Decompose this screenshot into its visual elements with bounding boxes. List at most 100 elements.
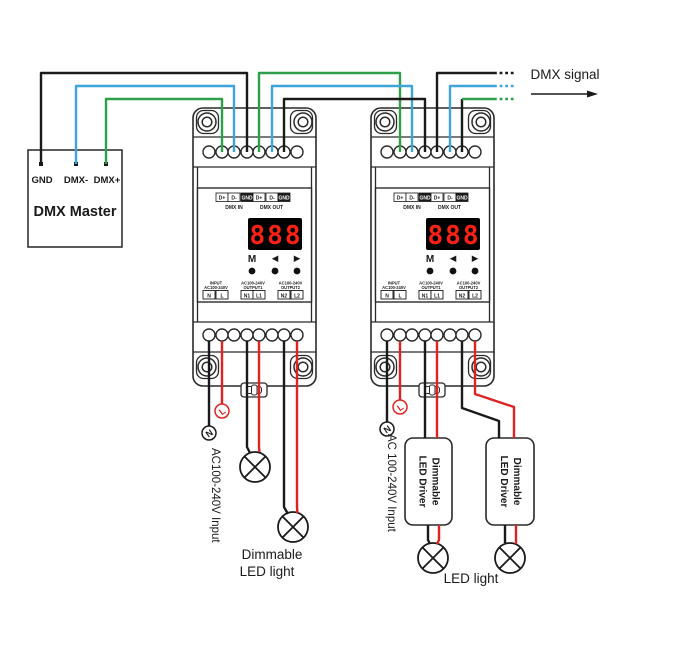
terminal (227, 328, 241, 342)
left-arrow-icon[interactable]: ◀ (272, 254, 279, 264)
dmx-master-box: GND DMX- DMX+ DMX Master (27, 149, 123, 248)
wire-driver2-l (473, 341, 516, 438)
dimmable-led-light-label-line1: Dimmable (242, 547, 303, 562)
dmx-out-dminus-label: D- (447, 196, 453, 202)
output2-caption: AC100-240V (457, 281, 481, 286)
menu-button[interactable] (426, 267, 434, 275)
menu-button[interactable] (248, 267, 256, 275)
l-terminal-label: L (398, 293, 401, 299)
dmx-dimmer-device-2: D+ D- GND D+ D- GND DMX IN DMX OUT 888 M… (370, 107, 495, 398)
dmx-terminal-label-strip: D+ D- GND D+ D- GND DMX IN DMX OUT (393, 192, 469, 211)
terminal (240, 328, 254, 342)
dmx-master-title: DMX Master (34, 204, 117, 220)
right-arrow-icon[interactable]: ▶ (294, 254, 301, 264)
din-clip (418, 382, 446, 398)
terminal (393, 328, 407, 342)
wire-driver2-n (460, 341, 501, 438)
next-button[interactable] (471, 267, 479, 275)
terminal (430, 328, 444, 342)
right-arrow-icon[interactable]: ▶ (472, 254, 479, 264)
neutral-marker-icon (379, 421, 395, 437)
terminal (277, 328, 291, 342)
wire-end-markers: N L N L (201, 399, 408, 441)
n-terminal-label: N (207, 293, 211, 299)
wire-dplus-master-to-dev1 (104, 97, 224, 164)
terminal (380, 328, 394, 342)
dmx-in-dminus-label: D- (409, 196, 415, 202)
left-arrow-icon[interactable]: ◀ (450, 254, 457, 264)
lamp-icon (417, 542, 449, 574)
dmx-in-gnd-label: GND (419, 196, 431, 202)
led-light-label: LED light (444, 571, 499, 586)
power-terminal-captions: INPUT AC100-240V AC100-240V OUTPUT1 AC10… (202, 281, 304, 300)
menu-button-label[interactable]: M (426, 254, 434, 265)
display-value: 888 (428, 221, 481, 251)
din-clip (240, 382, 268, 398)
lamp-icon (494, 542, 526, 574)
l2-terminal-label: L2 (472, 293, 478, 299)
terminal (252, 328, 266, 342)
menu-button-label[interactable]: M (248, 254, 256, 265)
prev-button[interactable] (271, 267, 279, 275)
driver-label-line2: LED Driver (498, 456, 509, 508)
output2-caption: AC100-240V (279, 281, 303, 286)
seven-segment-display (248, 218, 302, 250)
neutral-marker-letter: N (204, 427, 215, 439)
n1-terminal-label: N1 (422, 293, 429, 299)
terminal (202, 145, 216, 159)
n1-terminal-label: N1 (244, 293, 251, 299)
dmx-signal-label: DMX signal (530, 67, 599, 82)
dmx-in-dminus-label: D- (231, 196, 237, 202)
master-dmx-plus-label: DMX+ (94, 175, 121, 186)
dmx-in-dplus-label: D+ (397, 196, 404, 202)
live-marker-letter: L (217, 405, 228, 417)
dmx-in-gnd-label: GND (241, 196, 253, 202)
terminal (405, 328, 419, 342)
dmx-dimmer-device-1: D+ D- GND D+ D- GND DMX IN DMX OUT 888 M… (192, 107, 317, 398)
output1-caption: AC100-240V (419, 281, 443, 286)
lamp-icons (239, 451, 526, 574)
lamp-icon (239, 451, 271, 483)
wire-dminus-dev1-to-dev2 (270, 84, 414, 152)
screw-icons (197, 112, 313, 377)
output2-caption: OUTPUT2 (281, 285, 301, 290)
dmx-in-group-label: DMX IN (225, 205, 243, 211)
wire-lamp2-l (295, 341, 299, 514)
dmx-out-group-label: DMX OUT (260, 205, 283, 211)
dmx-out-dplus-label: D+ (434, 196, 441, 202)
terminal (455, 328, 469, 342)
output1-caption: OUTPUT1 (243, 285, 263, 290)
output1-caption: OUTPUT1 (421, 285, 441, 290)
dmx-terminal-label-strip: D+ D- GND D+ D- GND DMX IN DMX OUT (215, 192, 291, 211)
wire-lamp2-n (282, 341, 290, 515)
ac-input-label-dev1: AC100-240V Input (209, 448, 221, 543)
wire-lamp1-l (257, 341, 261, 453)
driver-label-line2: LED Driver (417, 456, 428, 508)
dmx-master-outline (27, 149, 123, 248)
prev-button[interactable] (449, 267, 457, 275)
master-gnd-label: GND (31, 175, 52, 186)
live-marker-icon (392, 399, 408, 415)
l-terminal-label: L (220, 293, 223, 299)
wire-dplus-dev1-to-dev2 (257, 71, 402, 152)
output1-caption: AC100-240V (241, 281, 265, 286)
screw-icons (375, 112, 491, 377)
dmx-out-dplus-label: D+ (256, 196, 263, 202)
dmx-signal-annotation: DMX signal (530, 67, 600, 98)
wire-gnd-dev1-to-dev2 (282, 97, 427, 152)
wire-dev2-out-mid (448, 84, 494, 152)
driver-label-line1: Dimmable (430, 458, 441, 506)
terminal (380, 145, 394, 159)
wire-dev2-out-top (435, 71, 494, 152)
terminal (215, 328, 229, 342)
input-caption: AC100-240V (204, 285, 228, 290)
dmx-bus-wiring (39, 71, 514, 164)
next-button[interactable] (293, 267, 301, 275)
wire-gnd-master-to-dev1 (39, 71, 249, 164)
terminal (418, 328, 432, 342)
wire-driver1-out-n (426, 525, 432, 545)
lamp-icon (277, 511, 309, 543)
l2-terminal-label: L2 (294, 293, 300, 299)
dimmable-led-light-label-line2: LED light (240, 564, 295, 579)
